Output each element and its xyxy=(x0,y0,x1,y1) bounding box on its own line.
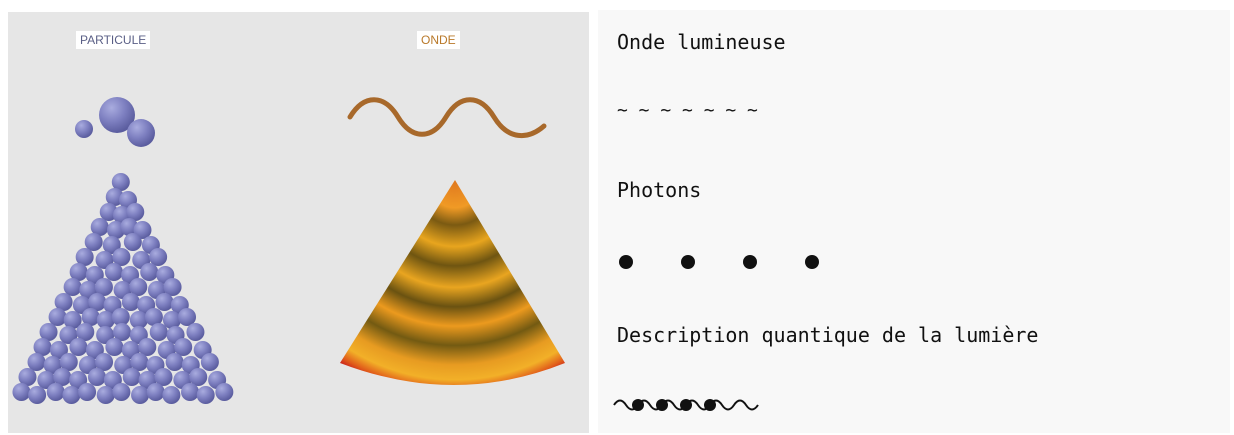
particle-ball xyxy=(33,338,52,356)
particle-ball xyxy=(133,221,152,239)
particle-ball xyxy=(102,236,121,254)
particle-ball xyxy=(95,353,114,371)
photon-dot xyxy=(805,255,819,269)
particle-ball xyxy=(88,293,107,311)
particle-ball xyxy=(96,311,115,329)
particle-ball xyxy=(87,368,106,386)
particle-ball xyxy=(39,323,58,341)
particle-ball xyxy=(215,383,234,401)
particle-ball xyxy=(18,368,37,386)
particle-ball xyxy=(181,383,200,401)
particle-ball xyxy=(146,383,165,401)
particle-ball xyxy=(121,293,140,311)
quantum-title: Description quantique de la lumière xyxy=(617,323,1039,347)
particle-ball xyxy=(104,263,123,281)
particle-ball xyxy=(69,338,88,356)
photons-title: Photons xyxy=(617,178,702,202)
particle-ball xyxy=(27,353,46,371)
particle-ball xyxy=(81,308,100,326)
particle-ball xyxy=(149,323,168,341)
particle-ball xyxy=(94,278,113,296)
particle-ball xyxy=(28,386,47,404)
particle-ball xyxy=(49,341,68,359)
particle-ball xyxy=(131,386,150,404)
light-wave-title: Onde lumineuse xyxy=(617,30,786,54)
particle-ball xyxy=(53,368,72,386)
photon-dots xyxy=(619,255,819,269)
particle-ball xyxy=(62,386,81,404)
particle-ball xyxy=(174,338,193,356)
particle-ball xyxy=(123,233,142,251)
particle-ball xyxy=(63,278,82,296)
particle-ball xyxy=(130,353,149,371)
particle-ball xyxy=(144,308,163,326)
particle-ball xyxy=(111,173,130,191)
particle-ball xyxy=(189,368,208,386)
particle-ball xyxy=(90,218,109,236)
particle-ball xyxy=(196,386,215,404)
photon-dot xyxy=(681,255,695,269)
particle-ball xyxy=(200,353,219,371)
particle-ball xyxy=(149,248,168,266)
particle-ball xyxy=(186,323,205,341)
wave-line-icon xyxy=(347,97,547,139)
wave-particle-chain-icon xyxy=(613,399,759,411)
particle-ball xyxy=(162,386,181,404)
light-wave-symbol: ~ ~ ~ ~ ~ ~ ~ xyxy=(617,100,758,121)
particle-ball xyxy=(129,278,148,296)
particle-ball xyxy=(54,293,73,311)
legend-panel xyxy=(598,10,1230,433)
particle-ball xyxy=(112,248,131,266)
particle-ball xyxy=(154,368,173,386)
particle-ball xyxy=(46,383,65,401)
particle-ball xyxy=(155,293,174,311)
particle-ball xyxy=(78,383,97,401)
particle-ball xyxy=(129,311,148,329)
particle-ball xyxy=(178,308,197,326)
particle-ball xyxy=(96,386,115,404)
particle-ball xyxy=(111,308,130,326)
particle-ball xyxy=(163,278,182,296)
particle-label: PARTICULE xyxy=(76,31,151,49)
particle-ball xyxy=(122,368,141,386)
illustration-scene xyxy=(12,97,565,404)
particle-ball xyxy=(69,263,88,281)
particle-ball xyxy=(112,383,131,401)
particle-ball xyxy=(165,353,184,371)
particle-ball xyxy=(84,233,103,251)
particle-ball xyxy=(113,323,131,341)
particle-ball xyxy=(12,383,31,401)
particle-ball xyxy=(59,326,78,344)
particle-ball xyxy=(162,311,181,329)
particle-ball xyxy=(140,263,159,281)
wave-cone xyxy=(340,180,565,385)
particle-ball xyxy=(63,311,82,329)
particle-ball xyxy=(59,353,78,371)
particle-ball xyxy=(75,248,94,266)
photon-dot xyxy=(619,255,633,269)
wave-label: ONDE xyxy=(417,31,460,49)
particle-ball xyxy=(48,308,67,326)
particle-ball xyxy=(76,323,95,341)
particle-ball xyxy=(138,338,157,356)
photon-dot xyxy=(743,255,757,269)
particle-cluster-icon xyxy=(75,97,155,147)
particle-ball xyxy=(43,356,62,374)
particle-ball xyxy=(105,338,124,356)
particle-ball xyxy=(126,203,145,221)
particle-cone xyxy=(12,173,234,404)
